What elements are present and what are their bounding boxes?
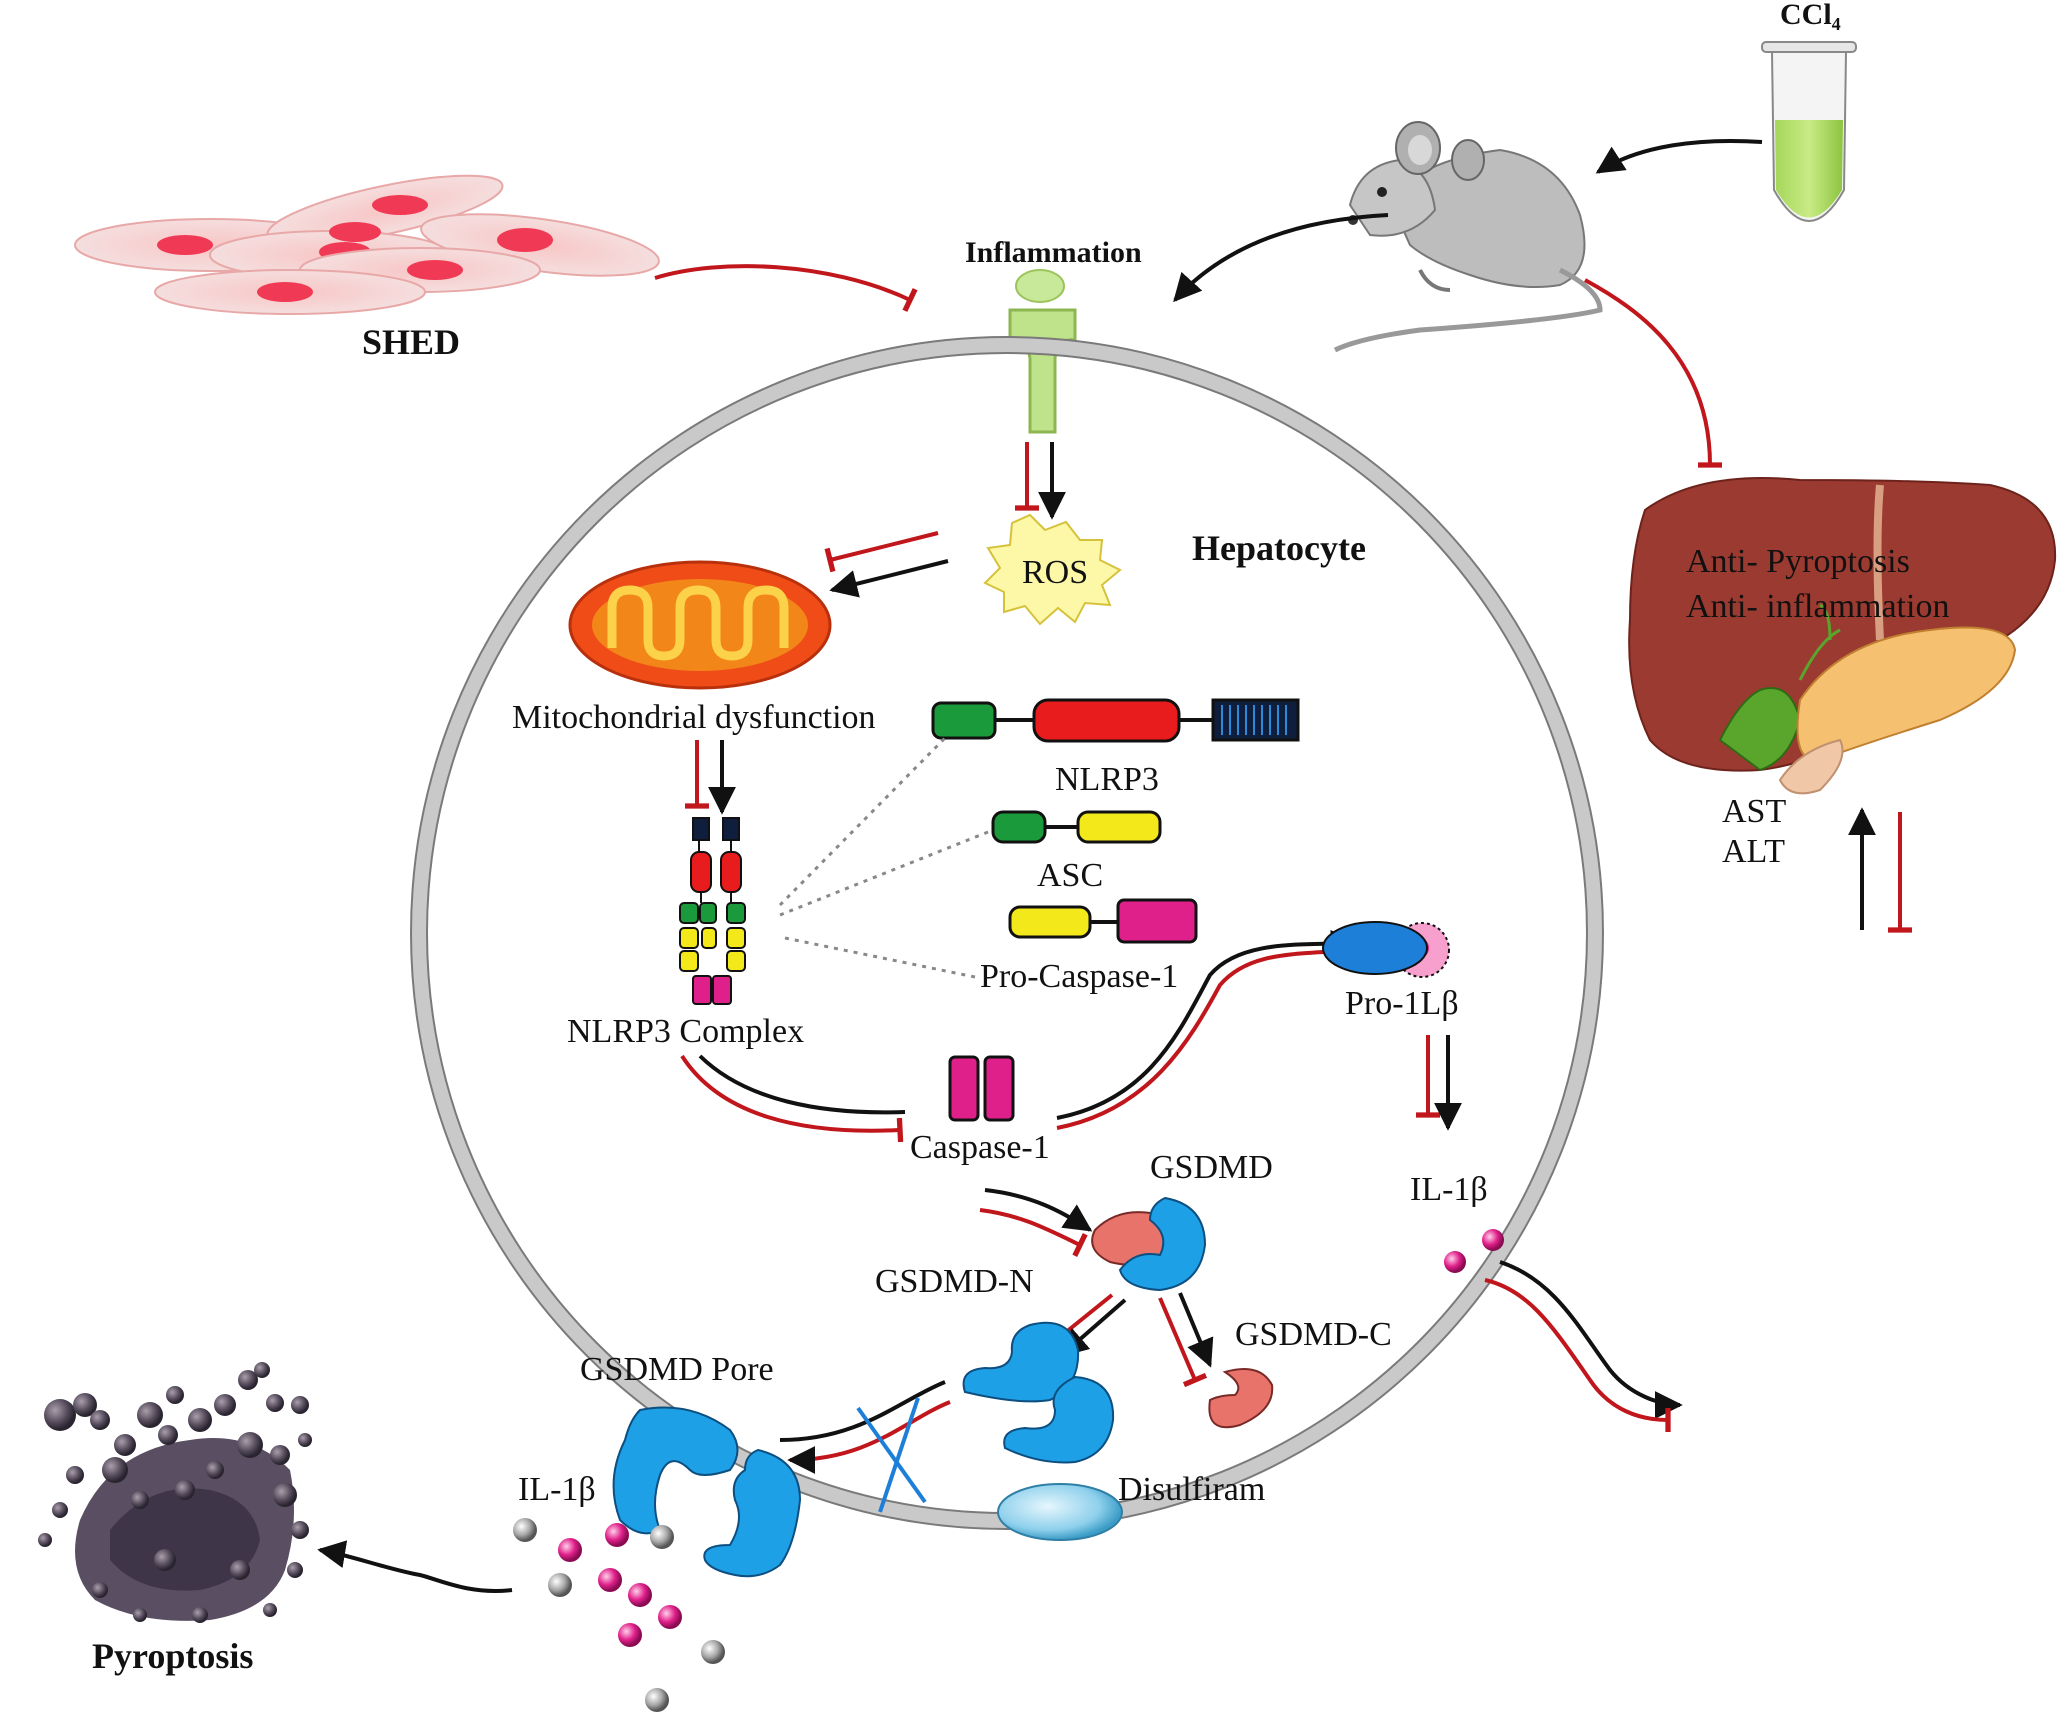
ros-mito-arrow: [829, 559, 949, 598]
mouse-icon: [1333, 121, 1603, 353]
caspase-1-label: Caspase-1: [910, 1129, 1050, 1166]
gsdmd-pore-icon: [612, 1406, 802, 1578]
complex-component-links: [778, 736, 994, 979]
mito-label: Mitochondrial dysfunction: [512, 699, 876, 736]
ros-mito-inhibit: [824, 531, 939, 573]
gsdmd-c-label: GSDMD-C: [1235, 1316, 1392, 1353]
pyroptosis-label: Pyroptosis: [92, 1636, 253, 1676]
anti-pyroptosis-label: Anti- Pyroptosis: [1686, 543, 1910, 580]
il1b-left-label: IL-1β: [518, 1471, 596, 1508]
pro-il1b-icon: [1322, 921, 1450, 978]
disulfiram-label: Disulfiram: [1118, 1471, 1265, 1508]
complex-caspase-arrow: [698, 1054, 906, 1115]
mouse-to-inflammation-arrow: [1173, 213, 1389, 303]
caspase-gsdmd-inhibit: [979, 1208, 1088, 1257]
caspase-proil-arrow: [1056, 929, 1359, 1120]
ros-burst-icon: [983, 513, 1122, 626]
caspase-gsdmd-arrow: [984, 1188, 1093, 1232]
nlrp3-complex-label: NLRP3 Complex: [567, 1013, 804, 1050]
liver-icon: [1628, 477, 2057, 795]
gsdmd-n-label: GSDMD-N: [875, 1263, 1034, 1300]
ccl4-arrow: [1595, 138, 1763, 174]
hepatocyte-label: Hepatocyte: [1192, 528, 1366, 568]
shed-inhibit-arrow: [654, 264, 918, 312]
ccl4-label: CCl₄: [1780, 0, 1841, 31]
shed-cells-icon: [74, 174, 660, 315]
pro-caspase-1-label: Pro-Caspase-1: [980, 958, 1178, 995]
gsdmd-c-icon: [1208, 1368, 1274, 1429]
gsdmd-label: GSDMD: [1150, 1149, 1273, 1186]
caspase-1-icon: [948, 1055, 1015, 1122]
pyroptosis-arrow: [317, 1540, 513, 1593]
inhibition-cross-icon: [856, 1397, 927, 1513]
pro-caspase-1-icon: [1008, 898, 1198, 944]
receptor-icon: [1008, 308, 1077, 434]
nlrp3-complex-icon: [679, 817, 746, 1005]
il1b-right-label: IL-1β: [1410, 1171, 1488, 1208]
shed-label: SHED: [362, 322, 460, 362]
complex-caspase-inhibit: [680, 1054, 904, 1143]
mitochondria-icon: [568, 560, 832, 690]
ligand-icon: [1015, 269, 1065, 303]
pro-il1b-label: Pro-1Lβ: [1345, 985, 1459, 1022]
gsdmd-c-inhibit: [1158, 1297, 1208, 1388]
disulfiram-icon: [997, 1483, 1123, 1541]
il1b-particles-left: [513, 1518, 725, 1712]
ros-label: ROS: [1022, 554, 1088, 591]
inflammation-label: Inflammation: [965, 236, 1142, 269]
pyroptotic-cell-icon: [38, 1362, 312, 1623]
caspase-proil-inhibit: [1056, 948, 1351, 1130]
asc-protein-icon: [991, 810, 1162, 844]
nlrp3-protein-icon: [931, 698, 1300, 743]
ast-label: AST: [1722, 793, 1786, 830]
gsdmdn-pore-arrow: [779, 1380, 946, 1442]
il1b-release-arrow: [1499, 1260, 1683, 1419]
il1b-release-inhibit: [1484, 1278, 1671, 1433]
mouse-to-liver-inhibit: [1584, 278, 1723, 468]
gsdmd-icon: [1091, 1196, 1207, 1292]
il1b-particles-right: [1444, 1229, 1504, 1273]
asc-label: ASC: [1037, 857, 1103, 894]
gsdmdn-pore-inhibit: [787, 1400, 951, 1474]
gsdmd-c-arrow: [1178, 1292, 1214, 1368]
gsdmd-n-fragments-icon: [962, 1321, 1115, 1464]
anti-inflammation-label: Anti- inflammation: [1686, 588, 1949, 625]
tube-icon: [1761, 41, 1857, 222]
gsdmd-pore-label: GSDMD Pore: [580, 1351, 774, 1388]
nlrp3-label: NLRP3: [1055, 761, 1159, 798]
alt-label: ALT: [1722, 833, 1785, 870]
